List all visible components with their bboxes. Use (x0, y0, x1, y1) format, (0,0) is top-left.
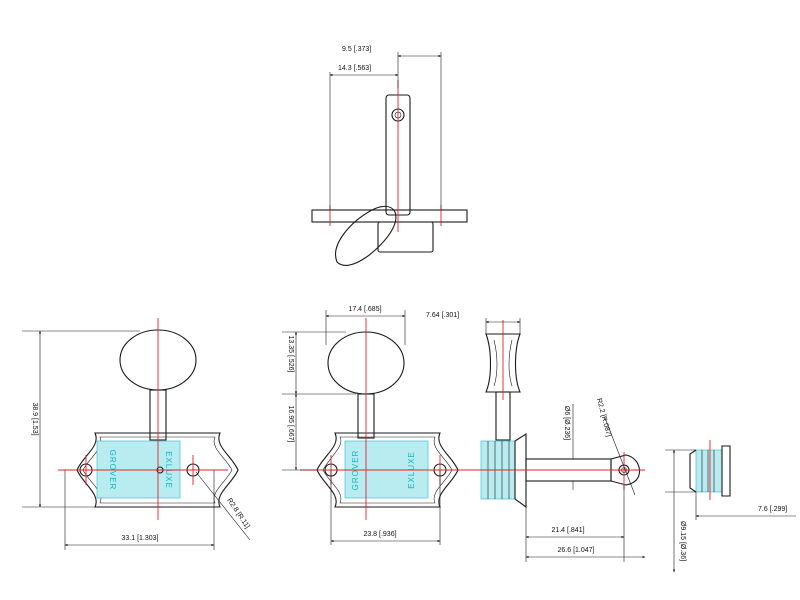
top-view: 9.5 [.373] 14.3 [.563] (311, 46, 468, 266)
dim-33-1: 33.1 [1.303] (122, 535, 159, 542)
brand-label (96, 440, 181, 499)
scalloped-plate (76, 432, 239, 508)
side-view: GROVER EXLUXE 38.9 [1.53] 33.1 [1.303] R… (22, 318, 251, 550)
bushing (695, 449, 723, 493)
brand-label (344, 440, 429, 499)
mounting-plate (311, 209, 468, 223)
bushing-view: Ø9.15 [Ø.36] 7.6 [.299] (665, 440, 796, 573)
gear-housing (377, 221, 434, 253)
dim-16-95: 16.95 [.667] (287, 406, 294, 443)
dim-13-35: 13.35 [.526] (287, 336, 294, 373)
dim-21-4: 21.4 [.841] (551, 527, 584, 534)
dim-14-3: 14.3 [.563] (338, 65, 371, 72)
dim-7-64: 7.64 [.301] (426, 312, 459, 319)
dim-r2-2: R2.2 [R.087] (595, 398, 612, 438)
dim-dia-9-15: Ø9.15 [Ø.36] (679, 521, 686, 561)
post-view: 7.64 [.301] Ø6 [Ø.236] R2.2 [R.087] 21.4… (426, 312, 646, 562)
front-view: GROVER EXLUXE 17.4 [.685] 13.35 [.526] 1… (282, 306, 470, 545)
dim-9-5: 9.5 [.373] (342, 46, 371, 53)
dim-dia-6: Ø6 [Ø.236] (563, 406, 570, 440)
tuner-button (335, 205, 397, 266)
dim-23-8: 23.8 [.936] (363, 531, 396, 538)
tuner-button-profile (485, 333, 521, 393)
dim-17-4: 17.4 [.685] (348, 306, 381, 313)
dim-7-6: 7.6 [.299] (758, 506, 787, 513)
dim-26-6: 26.6 [1.047] (558, 547, 595, 554)
dim-38-9: 38.9 [1.53] (31, 402, 38, 435)
